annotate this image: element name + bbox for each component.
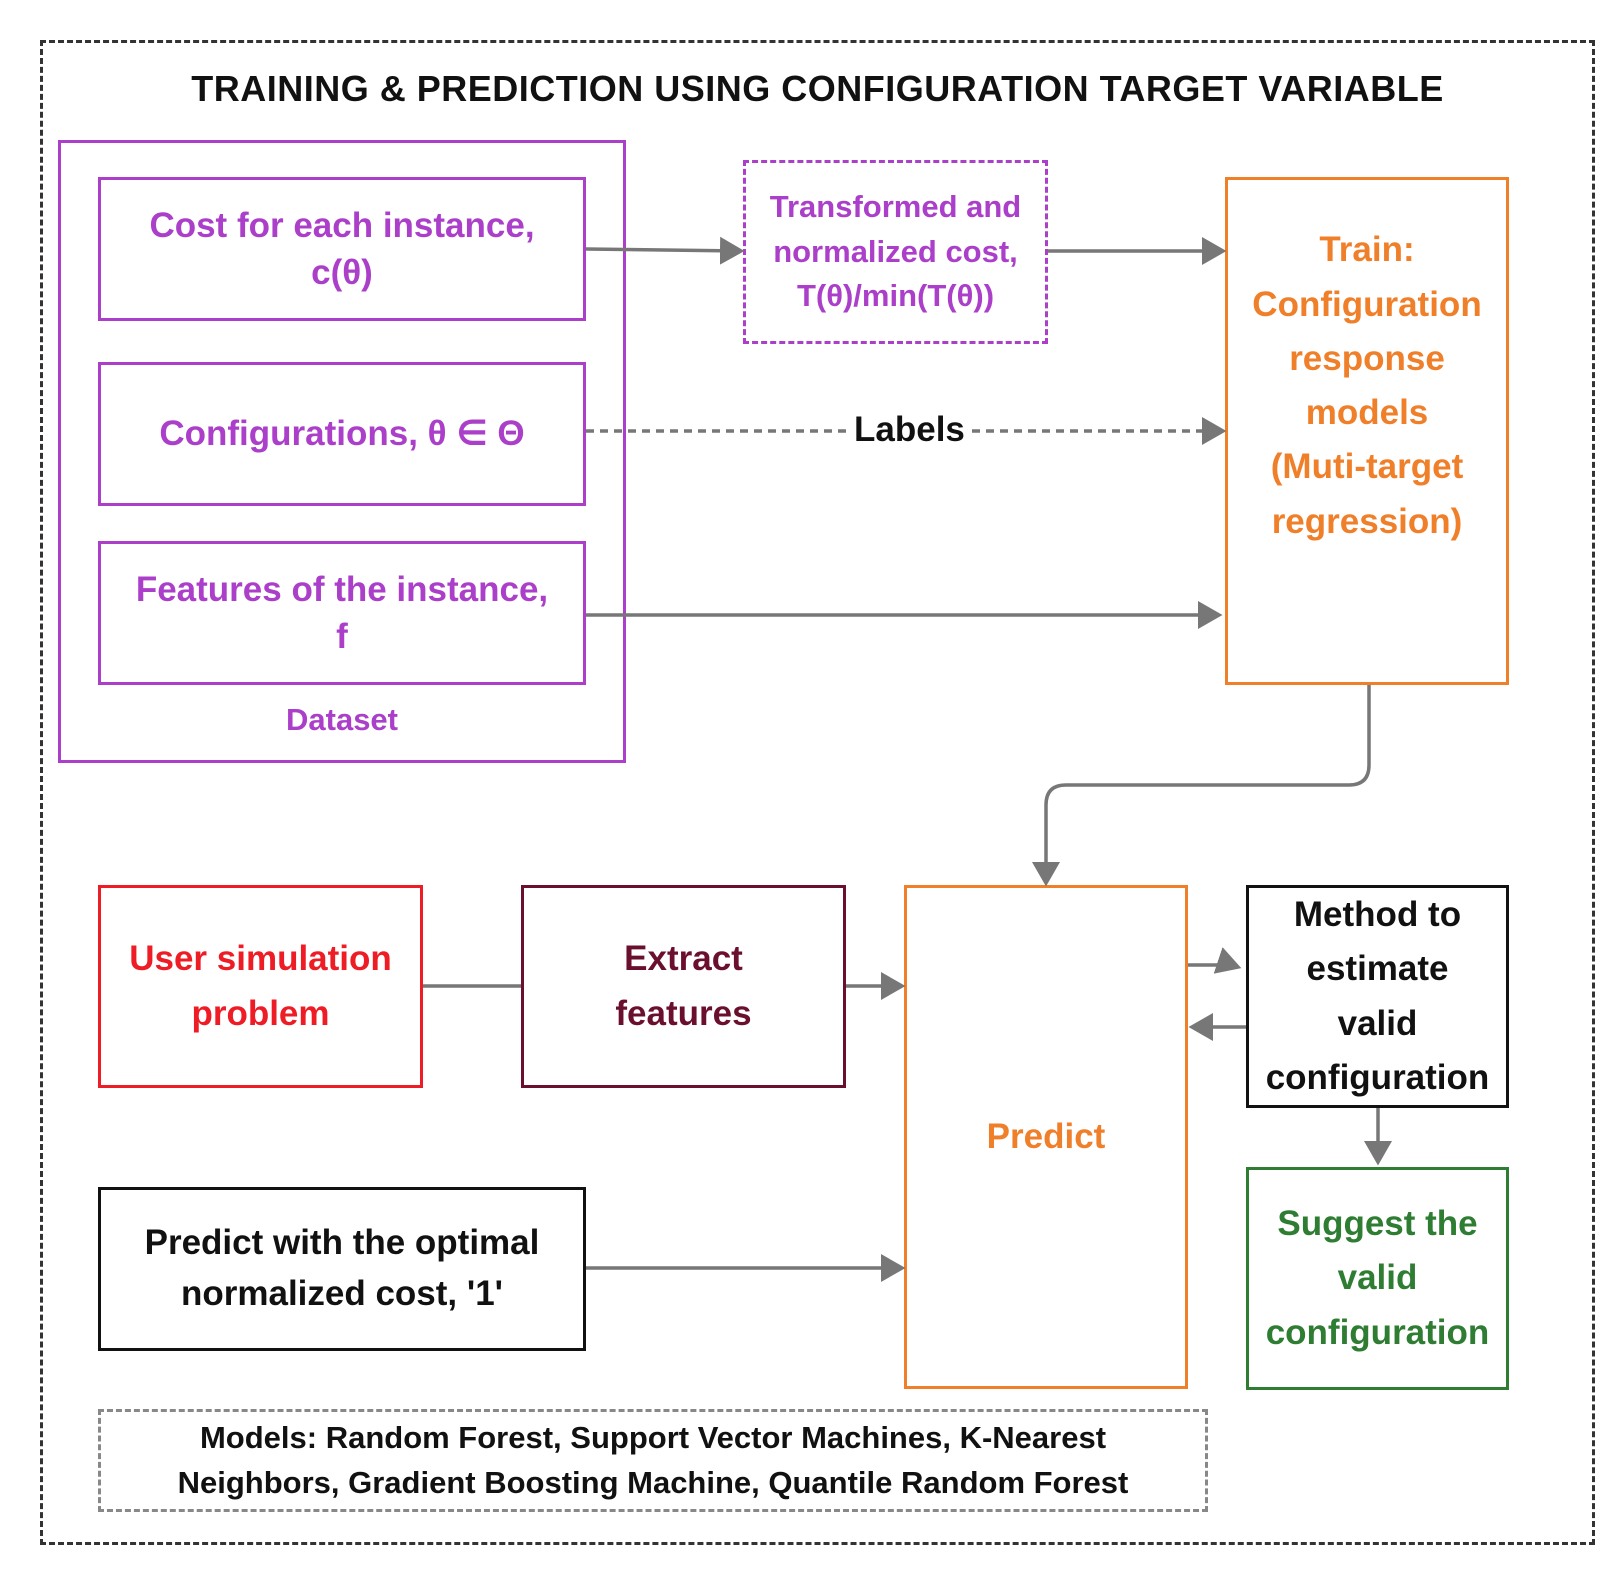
- models-line2: Neighbors, Gradient Boosting Machine, Qu…: [177, 1464, 1129, 1500]
- predict-text: Predict: [986, 1117, 1106, 1157]
- features-line1: Features of the instance,: [135, 569, 549, 609]
- arrow-cost-to-transformed: [585, 236, 745, 265]
- features-line2: f: [336, 617, 348, 656]
- transformed-line3: T(θ)/min(T(θ)): [796, 278, 995, 314]
- predict-optimal-box: Predict with the optimal normalized cost…: [98, 1187, 586, 1351]
- transformed-cost-box: Transformed and normalized cost, T(θ)/mi…: [743, 160, 1048, 344]
- predict-optimal-line1: Predict with the optimal: [144, 1223, 540, 1263]
- method-line2: estimate: [1306, 949, 1449, 989]
- arrow-train-to-predict: [1032, 685, 1371, 887]
- method-line3: valid: [1337, 1003, 1418, 1043]
- suggest-line1: Suggest the: [1277, 1204, 1478, 1244]
- user-simulation-box: User simulation problem: [98, 885, 423, 1088]
- outer-frame: [40, 40, 1595, 1545]
- predict-box: Predict: [904, 885, 1188, 1389]
- cost-line1: Cost for each instance,: [149, 205, 535, 245]
- dataset-label: Dataset: [286, 702, 398, 737]
- train-line5: (Muti-target: [1270, 447, 1464, 487]
- train-box: Train: Configuration response models (Mu…: [1225, 177, 1509, 685]
- user-sim-line2: problem: [191, 993, 330, 1033]
- suggest-line3: configuration: [1265, 1312, 1490, 1352]
- predict-optimal-line2: normalized cost, '1': [180, 1274, 503, 1313]
- train-line4: models: [1305, 393, 1429, 432]
- method-line4: configuration: [1265, 1057, 1490, 1097]
- diagram-title: TRAINING & PREDICTION USING CONFIGURATIO…: [191, 68, 1444, 109]
- configurations-box: Configurations, θ ∈ Θ: [98, 362, 586, 506]
- transformed-line1: Transformed and: [769, 188, 1022, 224]
- train-line6: regression): [1271, 501, 1463, 541]
- train-line1: Train:: [1319, 230, 1415, 270]
- labels-text: Labels: [848, 410, 971, 450]
- extract-features-box: Extract features: [521, 885, 846, 1088]
- models-note-box: Models: Random Forest, Support Vector Ma…: [98, 1409, 1208, 1512]
- method-line1: Method to: [1293, 895, 1462, 934]
- suggest-box: Suggest the valid configuration: [1246, 1167, 1509, 1390]
- cost-box: Cost for each instance, c(θ): [98, 177, 586, 321]
- extract-line2: features: [615, 993, 752, 1033]
- arrow-predict-to-method: [1188, 947, 1242, 974]
- features-box: Features of the instance, f: [98, 541, 586, 685]
- models-line1: Models: Random Forest, Support Vector Ma…: [199, 1419, 1107, 1455]
- dataset-group: [58, 140, 626, 763]
- extract-line1: Extract: [624, 939, 743, 979]
- method-box: Method to estimate valid configuration: [1246, 885, 1509, 1108]
- train-line3: response: [1289, 338, 1445, 378]
- train-line2: Configuration: [1252, 284, 1482, 324]
- user-sim-line1: User simulation: [129, 939, 392, 979]
- configurations-text: Configurations, θ ∈ Θ: [159, 414, 525, 454]
- suggest-line2: valid: [1337, 1258, 1418, 1298]
- transformed-line2: normalized cost,: [773, 233, 1018, 269]
- cost-line2: c(θ): [311, 253, 373, 292]
